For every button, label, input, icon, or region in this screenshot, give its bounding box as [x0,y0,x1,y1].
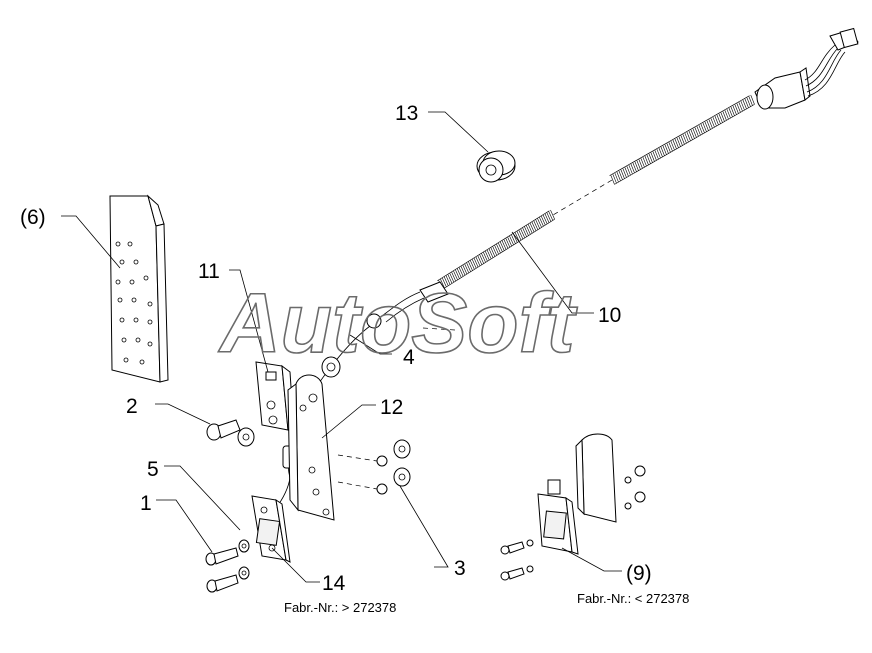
callout-9: (9) [626,562,652,585]
serial-note-right: Fabr.-Nr.: < 272378 [577,591,689,606]
part-4-nut [321,356,341,378]
callout-4: 4 [403,346,415,369]
autosoft-watermark: AutoSoft [218,276,578,370]
part-11-sensor-bracket [255,361,295,433]
callout-6: (6) [20,206,46,229]
part-9-assembly [500,433,646,581]
callout-12: 12 [380,396,403,419]
part-10-cable-spring [275,27,859,509]
callout-2: 2 [126,395,138,418]
callout-11: 11 [198,260,220,283]
callout-10: 10 [598,304,621,327]
callout-3: 3 [454,557,466,580]
part-13-grommet [476,150,516,183]
part-12-mounting-plate [287,374,335,521]
part-6-bracket-plate [109,194,169,383]
callout-14: 14 [322,572,346,595]
callout-5: 5 [147,458,159,481]
part-1-screws [205,547,239,593]
callout-1: 1 [140,492,152,515]
callout-13: 13 [395,102,418,125]
part-2-bolt [206,419,255,447]
part-5-washers [238,539,250,580]
part-14-switch [251,495,291,563]
part-3-nuts [337,439,411,495]
serial-note-left: Fabr.-Nr.: > 272378 [284,600,396,615]
leader-lines [61,111,622,583]
